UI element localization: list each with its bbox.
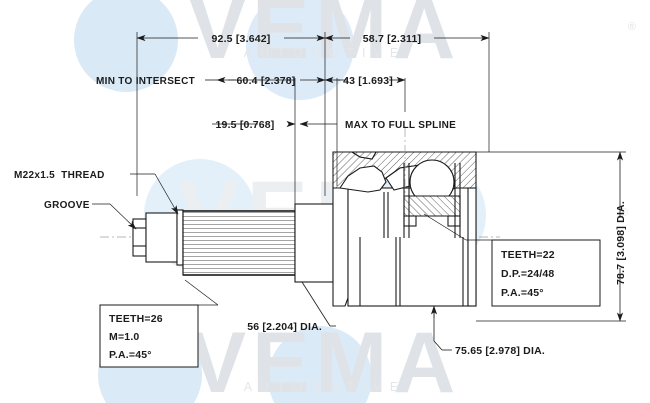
leader-groove: GROOVE <box>44 200 137 230</box>
spec-box-left-frame <box>99 304 199 368</box>
dim-housing-dia-text: 75.65 [2.978] DIA. <box>455 345 545 357</box>
spec-box-left-line-1: TEETH=26 <box>109 313 163 325</box>
spec-box-left-line-3: P.A.=45° <box>109 349 152 361</box>
spec-box-left-line-2: M=1.0 <box>109 331 139 343</box>
spec-box-left: TEETH=26 M=1.0 P.A.=45° <box>99 279 219 368</box>
leader-thread: M22x1.5 THREAD <box>14 170 179 215</box>
leader-callouts: M22x1.5 THREAD GROOVE <box>14 170 179 230</box>
dimension-network: 92.5 [3.642] 58.7 [2.311] MIN TO INTERSE… <box>96 32 627 357</box>
shaft-shoulder <box>294 203 334 283</box>
retaining-cap <box>467 187 477 307</box>
dim-boot-dia: 56 [2.204] DIA. <box>247 281 336 333</box>
groove-ring <box>176 209 184 266</box>
dim-max-full-spline: 19.5 [0.768] MAX TO FULL SPLINE <box>212 119 456 131</box>
dim-max-full-spline-text: 19.5 [0.768] <box>215 119 274 131</box>
splined-shaft <box>182 210 296 276</box>
dim-min-intersect: MIN TO INTERSECT 60.4 [2.378] <box>96 75 326 87</box>
spec-box-right-frame <box>491 239 601 307</box>
cage-struts <box>383 163 461 238</box>
cv-joint-part <box>100 151 500 318</box>
callout-thread-text: M22x1.5 THREAD <box>14 170 105 181</box>
spec-box-right: TEETH=22 D.P.=24/48 P.A.=45° <box>423 213 601 307</box>
spec-box-right-line-2: D.P.=24/48 <box>501 268 554 280</box>
dim-overall-left: 92.5 [3.642] <box>136 33 326 45</box>
dim-boot-dia-text: 56 [2.204] DIA. <box>247 321 322 333</box>
dim-spline-right: 43 [1.693] <box>324 75 406 87</box>
spec-box-right-line-3: P.A.=45° <box>501 287 544 299</box>
note-max-to-full-spline: MAX TO FULL SPLINE <box>345 120 456 131</box>
callout-groove-text: GROOVE <box>44 200 90 211</box>
dim-min-intersect-text: 60.4 [2.378] <box>236 75 295 87</box>
dim-outer-dia-text: 78.7 [3.098] DIA. <box>615 201 627 285</box>
dim-spline-right-text: 43 [1.693] <box>343 75 393 87</box>
dim-overall-left-text: 92.5 [3.642] <box>211 33 270 45</box>
dim-housing-dia: 75.65 [2.978] DIA. <box>430 305 545 357</box>
dim-outer-dia: 78.7 [3.098] DIA. <box>476 151 627 322</box>
dim-overall-right-text: 58.7 [2.311] <box>363 33 421 45</box>
dim-overall-right: 58.7 [2.311] <box>324 33 490 45</box>
spec-box-right-line-1: TEETH=22 <box>501 249 555 261</box>
threaded-stub <box>132 212 178 263</box>
note-min-to-intersect: MIN TO INTERSECT <box>96 76 195 87</box>
